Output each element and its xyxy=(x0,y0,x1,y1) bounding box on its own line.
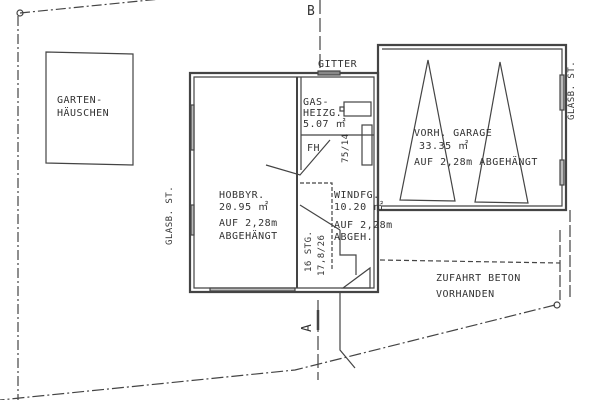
gas-heating-label-2: HEIZG. xyxy=(303,108,343,119)
section-marker-a: A xyxy=(300,323,315,332)
glass-door-right-label: GLASB. ST. xyxy=(567,60,577,120)
stairs-dim: 17,8/26 xyxy=(317,234,327,276)
property-line-bottom xyxy=(0,304,556,400)
garden-house-label-2: HÄUSCHEN xyxy=(57,108,110,119)
grille-label: GITTER xyxy=(318,59,358,70)
garage-note: AUF 2,28m ABGEHÄNGT xyxy=(414,157,538,168)
window-left xyxy=(190,104,195,151)
wind-lobby-note-1: AUF 2,28m xyxy=(334,220,393,231)
garden-house-outline xyxy=(45,51,134,166)
fh-label: FH xyxy=(307,143,321,154)
door-swing xyxy=(265,139,331,176)
grille xyxy=(317,70,341,76)
glass-door-left-label: GLASB. ST. xyxy=(165,185,175,245)
garage-door-triangle-left xyxy=(399,59,456,202)
hobby-room-note-1: AUF 2,28m xyxy=(219,218,278,229)
garage-outer-wall xyxy=(376,43,568,212)
garage-area: 33.35 ㎡ xyxy=(419,141,469,152)
stairs-count: 16 STG. xyxy=(304,230,314,272)
hobby-room-area: 20.95 ㎡ xyxy=(219,202,269,213)
wind-lobby-area: 10.20 ㎡ xyxy=(334,202,384,213)
garden-house-label-1: GARTEN- xyxy=(57,95,103,106)
driveway-label-2: VORHANDEN xyxy=(436,289,495,300)
driveway-edge-top xyxy=(379,259,561,264)
hobby-room-name: HOBBYR. xyxy=(219,190,265,201)
building-outer-wall xyxy=(188,71,380,294)
boundary-marker xyxy=(16,9,24,17)
boundary-marker xyxy=(553,301,561,309)
property-line-top xyxy=(19,0,157,14)
hobby-room-note-2: ABGEHÄNGT xyxy=(219,231,278,242)
chimney-dim: 75/14 xyxy=(341,133,351,163)
section-marker-b: B xyxy=(307,4,316,19)
garage-name: VORH. GARAGE xyxy=(414,128,493,139)
driveway-label-1: ZUFAHRT BETON xyxy=(436,273,521,284)
garage-door-triangle-right xyxy=(474,61,529,204)
chimney xyxy=(361,124,373,166)
wind-lobby-name: WINDFG. xyxy=(334,190,380,201)
gas-heating-area: 5.07 ㎡ xyxy=(303,119,347,130)
gas-heating-label-1: GAS- xyxy=(303,97,330,108)
wind-lobby-note-2: ABGEH. xyxy=(334,232,374,243)
stairs xyxy=(300,182,333,270)
boiler xyxy=(343,101,372,117)
